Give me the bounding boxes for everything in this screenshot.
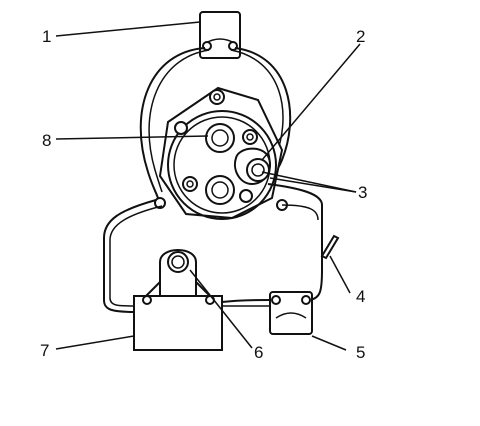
compressor-port-lower [205,175,235,205]
battery-7 [133,295,223,351]
leader-lines [55,21,361,351]
bottom-hose [221,299,271,307]
sensor-6 [145,249,211,297]
compressor-body [158,86,288,220]
callout-5: 5 [356,343,365,362]
callout-labels: 1 2 3 4 5 6 7 8 [40,27,367,362]
compressor-port-8 [205,123,235,153]
callout-3: 3 [358,183,367,202]
left-hose [103,197,166,313]
right-hose [267,183,323,301]
compressor-fitting-3 [234,147,271,186]
callout-2: 2 [356,27,365,46]
callout-7: 7 [40,341,49,360]
callout-4: 4 [356,287,365,306]
right-gauge [269,291,313,335]
callout-8: 8 [42,131,51,150]
probe-4 [320,234,340,260]
callout-1: 1 [42,27,51,46]
callout-6: 6 [254,343,263,362]
